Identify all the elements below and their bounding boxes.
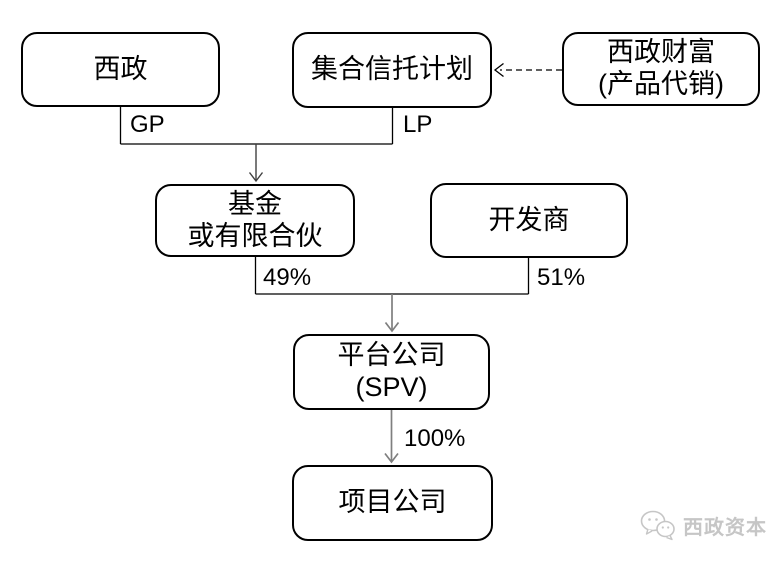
node-fund: 基金 或有限合伙 <box>155 184 355 257</box>
edge-label-51pct: 51% <box>537 264 586 291</box>
edge-label-lp: LP <box>403 111 433 138</box>
node-spv: 平台公司 (SPV) <box>293 334 490 410</box>
node-developer-label: 开发商 <box>488 204 570 235</box>
node-xizheng: 西政 <box>21 32 220 107</box>
edge-label-49pct: 49% <box>263 264 312 291</box>
watermark: 西政资本 <box>640 508 767 542</box>
node-fund-label-line2: 或有限合伙 <box>187 220 323 251</box>
node-spv-label-line1: 平台公司 <box>337 340 446 371</box>
edge-label-gp: GP <box>130 111 165 138</box>
node-trust-plan-label: 集合信托计划 <box>311 54 473 85</box>
node-spv-label-line2: (SPV) <box>355 372 428 402</box>
node-trust-plan: 集合信托计划 <box>292 32 492 108</box>
wealth-to-trust-arrowhead-icon <box>493 62 504 78</box>
node-xizheng-label: 西政 <box>93 53 148 84</box>
edge-label-100pct: 100% <box>404 425 466 452</box>
node-wealth: 西政财富 (产品代销) <box>562 32 760 106</box>
merge-to-spv-arrowhead-icon <box>384 321 400 333</box>
node-project: 项目公司 <box>292 465 493 541</box>
spv-to-project-arrowhead-icon <box>384 452 399 464</box>
node-fund-label-line1: 基金 <box>228 188 282 219</box>
node-project-label: 项目公司 <box>338 487 447 518</box>
node-wealth-label-line1: 西政财富 <box>607 37 715 68</box>
node-developer: 开发商 <box>430 183 628 258</box>
wechat-bubbles-icon <box>640 510 675 541</box>
merge-to-fund-arrowhead-icon <box>248 172 264 183</box>
watermark-text: 西政资本 <box>683 516 767 539</box>
node-wealth-label-line2: (产品代销) <box>598 69 724 99</box>
